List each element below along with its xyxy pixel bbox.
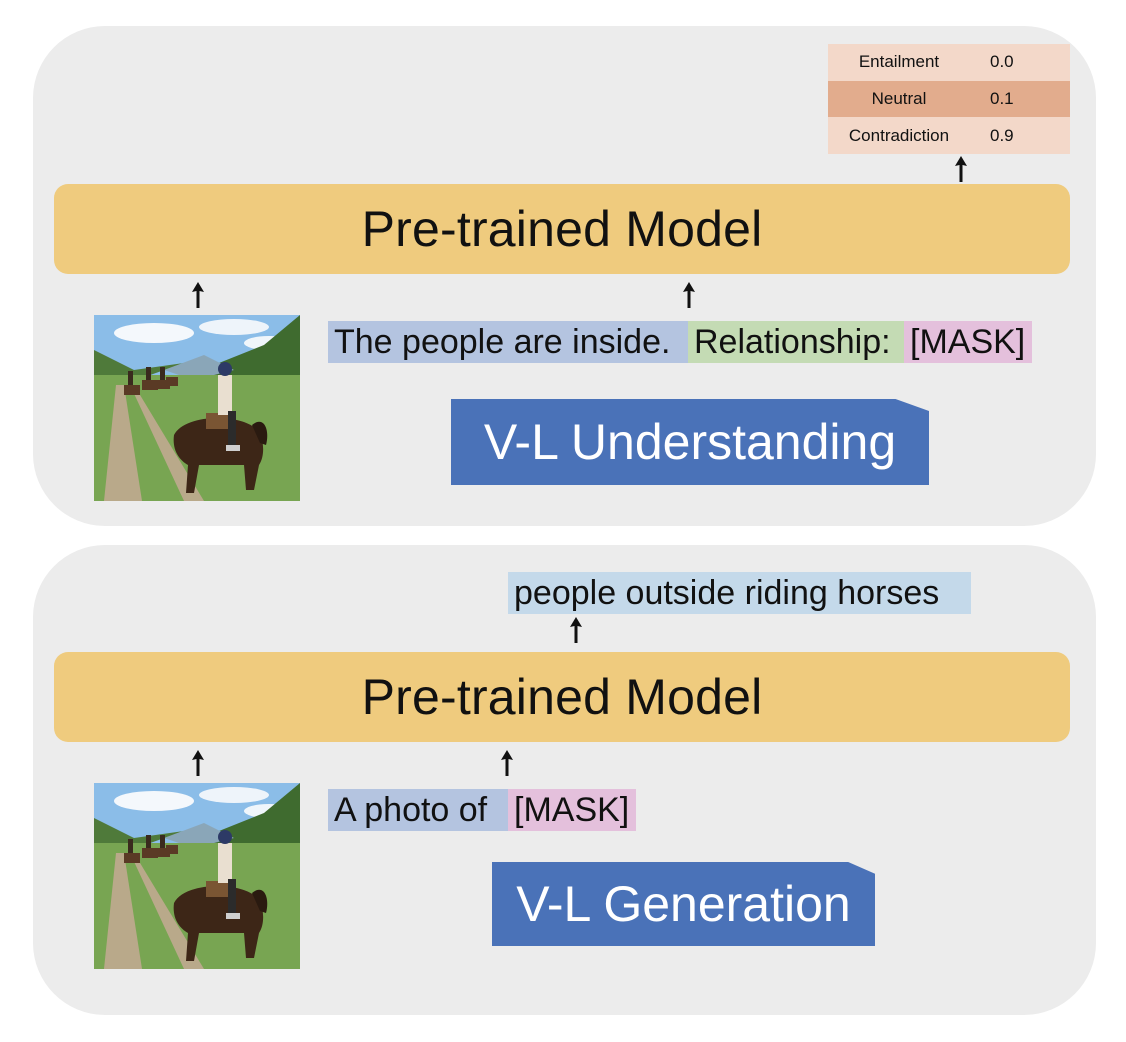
result-value: 0.0 <box>990 52 1014 72</box>
up-arrow-icon <box>191 282 205 308</box>
result-label: Entailment <box>858 52 940 72</box>
result-table: Entailment 0.0 Neutral 0.1 Contradiction… <box>828 44 1070 155</box>
up-arrow-icon <box>682 282 696 308</box>
result-row-entailment: Entailment 0.0 <box>828 44 1070 81</box>
horse-riders-photo <box>94 783 300 969</box>
premise-token: The people are inside. <box>328 321 688 363</box>
up-arrow-icon <box>569 617 583 643</box>
result-value: 0.1 <box>990 89 1014 109</box>
result-label: Neutral <box>871 89 927 109</box>
result-value: 0.9 <box>990 125 1014 145</box>
result-row-neutral: Neutral 0.1 <box>828 80 1070 118</box>
up-arrow-icon <box>954 156 968 182</box>
up-arrow-icon <box>191 750 205 776</box>
up-arrow-icon <box>500 750 514 776</box>
horse-riders-photo <box>94 315 300 501</box>
generated-output: people outside riding horses <box>508 572 971 614</box>
task-badge-generation: V-L Generation <box>492 862 875 946</box>
result-row-contradiction: Contradiction 0.9 <box>828 117 1070 155</box>
pretrained-model-bar: Pre-trained Model <box>54 652 1070 742</box>
prompt-token: Relationship: <box>688 321 904 363</box>
task-badge-understanding: V-L Understanding <box>451 399 929 485</box>
pretrained-model-bar: Pre-trained Model <box>54 184 1070 274</box>
prefix-token: A photo of <box>328 789 508 831</box>
mask-token: [MASK] <box>904 321 1032 363</box>
result-label: Contradiction <box>848 125 950 145</box>
mask-token: [MASK] <box>508 789 636 831</box>
